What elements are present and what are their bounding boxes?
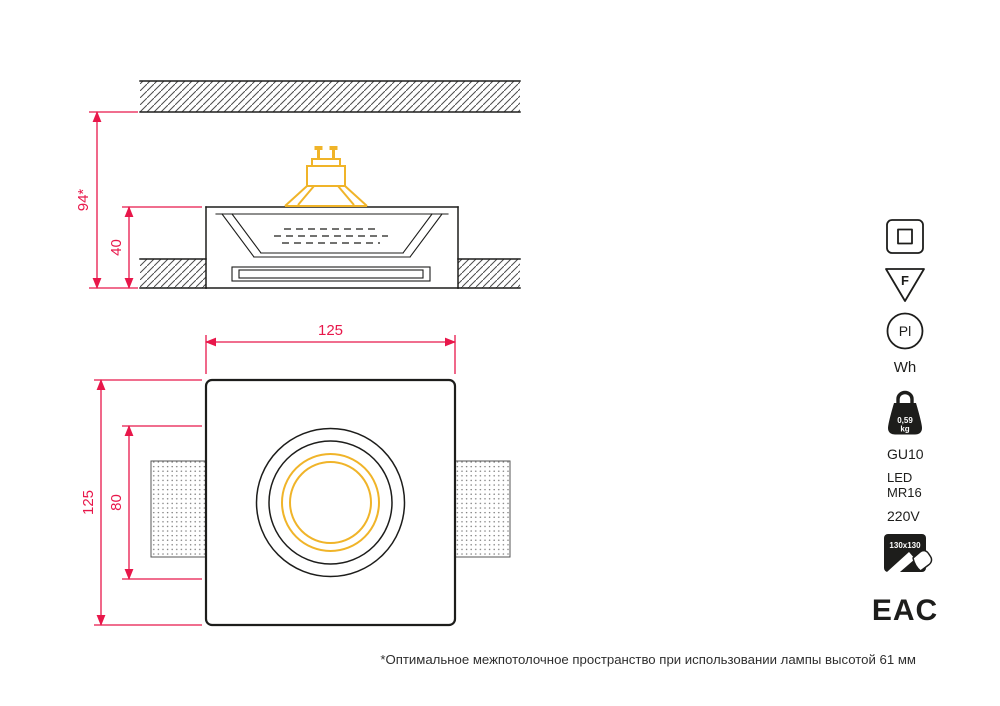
trim-ring-inner: [268, 440, 393, 565]
lamp-pin-left: [317, 150, 320, 159]
protection-class-icon: [886, 219, 924, 254]
saw-cutout-icon: 130x130: [884, 534, 933, 578]
weight-body: [888, 403, 922, 435]
weight-value: 0,59: [897, 416, 913, 425]
fixture-cross-section: [205, 206, 459, 289]
dim-front-inner-height: 80: [108, 424, 202, 581]
lamp-pin-right: [332, 150, 335, 159]
flammable-surface-label: F: [901, 273, 909, 288]
lamp-pin-foot-left: [314, 146, 323, 150]
dim-front-width: 125: [204, 322, 457, 374]
weight-icon: 0,59 kg: [888, 390, 922, 435]
plasterboard-section: [139, 258, 521, 289]
plasterboard-right: [458, 259, 520, 288]
voltage: 220V: [887, 508, 920, 524]
lamp-pin-foot-right: [329, 146, 338, 150]
dim-label-80: 80: [108, 494, 125, 511]
dim-label-40: 40: [108, 239, 125, 256]
flammable-surface-icon: F: [885, 268, 925, 302]
dim-label-94: 94*: [75, 189, 92, 212]
lamp-neck: [311, 158, 341, 167]
flange-left: [150, 460, 207, 558]
cutout-size: 130x130: [889, 541, 921, 550]
color-label: Wh: [894, 359, 917, 376]
aperture-ring-section: [231, 266, 431, 282]
footnote: *Оптимальное межпотолочное пространство …: [380, 652, 916, 667]
plasterboard-left: [140, 259, 206, 288]
lamp-type-line2: MR16: [887, 485, 922, 500]
front-view: 125 125 80: [80, 322, 511, 627]
eac-mark: EAC: [872, 594, 938, 627]
dim-front-height: 125: [80, 378, 202, 627]
lamp-type-line1: LED: [887, 470, 912, 485]
dim-section-recess-depth: 40: [108, 205, 202, 290]
dim-section-total-height: 94*: [75, 110, 138, 290]
plaster-label: Pl: [899, 323, 911, 339]
spec-column: F Pl Wh 0,59 kg GU10 LED MR16 220V 130x1…: [872, 219, 938, 627]
lamp-ring-outer: [281, 453, 380, 552]
lamp-body: [306, 165, 346, 187]
dim-label-width-125: 125: [318, 322, 343, 339]
ceiling-slab-hatch: [139, 80, 521, 113]
socket-type: GU10: [887, 446, 924, 462]
dim-label-height-125: 125: [80, 490, 97, 515]
saw-handle: [912, 549, 933, 572]
lamp-symbol: [284, 146, 368, 207]
ceiling-slab: [140, 81, 520, 112]
trim-ring-outer: [255, 427, 406, 578]
hidden-lamp-holder-lines: [274, 228, 388, 244]
fixture-body-front: [204, 378, 457, 627]
trim-rings: [255, 427, 406, 578]
flange-right: [454, 460, 511, 558]
lamp-ring-inner: [289, 461, 372, 544]
weight-unit: kg: [900, 425, 909, 434]
plaster-material-icon: Pl: [886, 312, 924, 350]
section-view: 94* 40: [75, 80, 521, 290]
